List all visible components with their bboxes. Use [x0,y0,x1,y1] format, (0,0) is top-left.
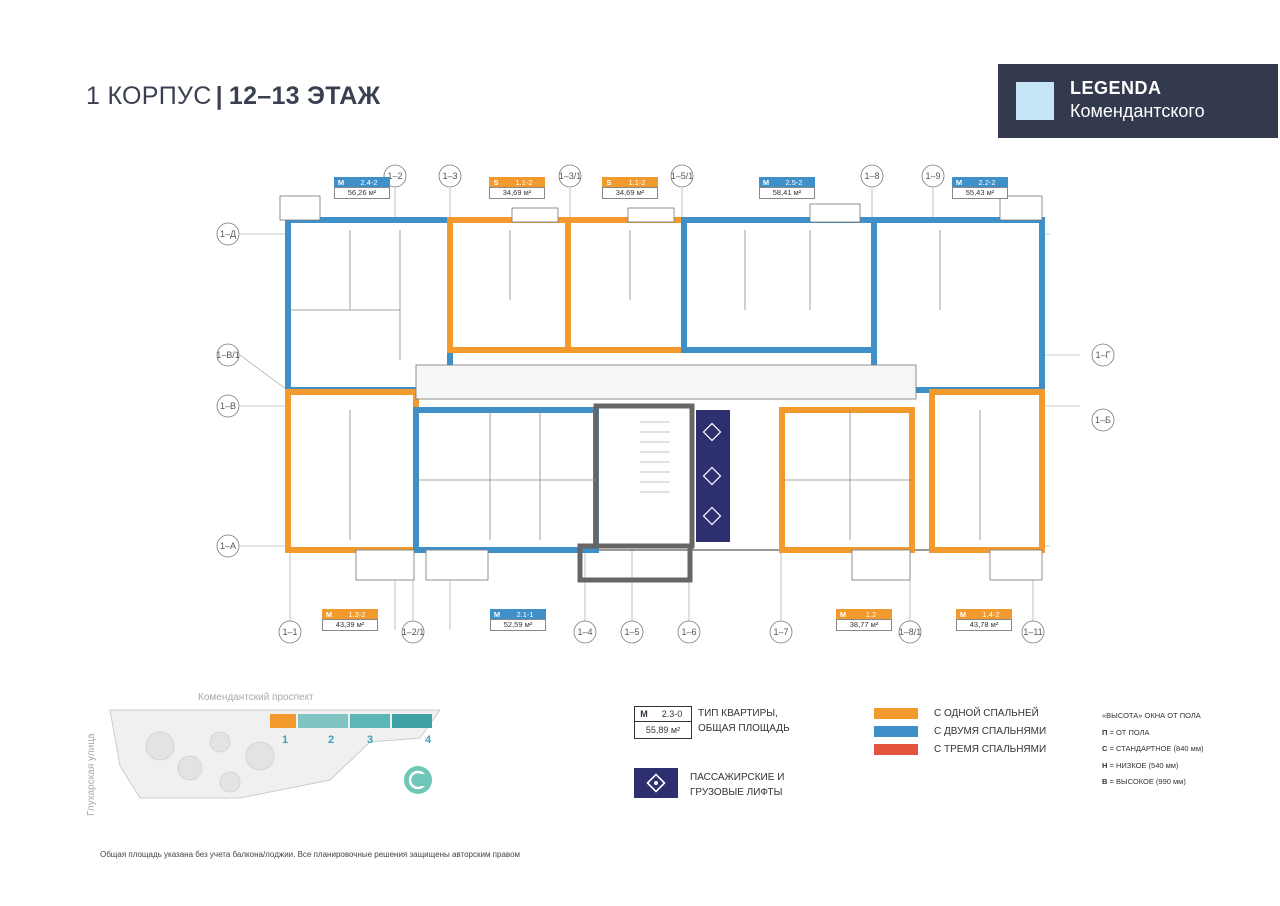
legend-one-bedroom: С ОДНОЙ СПАЛЬНЕЙ [874,707,1039,719]
lift-icon [634,768,678,798]
axis-label: 1–В [220,401,236,411]
legend-three-bedrooms: С ТРЕМЯ СПАЛЬНЯМИ [874,743,1046,755]
axis-label: 1–7 [773,627,788,637]
street-label: Глухарская улица [86,733,97,816]
building-label: 1 КОРПУС [86,82,212,110]
axis-label: 1–3/1 [559,171,582,181]
floor-plan: 1–2 1–3 1–3/1 1–5/1 1–8 1–9 1–1 1–2/1 1–… [216,164,1115,644]
logo-mark-icon [1016,82,1054,120]
apartment-area: 55,43 м² [952,187,1008,199]
c-logo-icon [404,766,432,794]
axis-label: 1–Д [220,229,236,239]
apartment-area: 38,77 м² [836,619,892,631]
axis-label: 1–2/1 [402,627,425,637]
section-label: 1 [282,734,288,746]
title-separator: | [215,82,223,110]
section-label: 4 [425,734,432,746]
axis-label: 1–5/1 [671,171,694,181]
apartment-area: 34,69 м² [489,187,545,199]
section-label: 2 [328,734,334,746]
legend-apartment-text: ТИП КВАРТИРЫ, ОБЩАЯ ПЛОЩАДЬ [698,708,790,734]
legend-swatch [874,725,918,737]
apartment-area: 58,41 м² [759,187,815,199]
section-label: 3 [367,734,373,746]
axis-label: 1–2 [387,171,402,181]
axis-label: 1–Г [1096,350,1111,360]
window-legend-title: «ВЫСОТА» ОКНА ОТ ПОЛА [1102,711,1201,720]
apartment-area: 34,69 м² [602,187,658,199]
logo: LEGENDA Комендантского [998,64,1278,138]
axis-label: 1–В/1 [216,350,240,360]
legend-swatch [874,707,918,719]
axis-label: 1–А [220,541,236,551]
logo-name: LEGENDA [1070,78,1162,98]
axis-label: 1–4 [577,627,592,637]
site-map: Комендантский проспект Глухарская улица … [86,692,441,816]
axis-label: 1–11 [1023,627,1042,637]
axis-label: 1–Б [1095,415,1111,425]
axis-label: 1–5 [624,627,639,637]
axis-label: 1–6 [681,627,696,637]
apartment-area: 43,78 м² [956,619,1012,631]
axis-label: 1–9 [925,171,940,181]
avenue-label: Комендантский проспект [198,692,314,703]
window-height-legend: «ВЫСОТА» ОКНА ОТ ПОЛА П = ОТ ПОЛА С = СТ… [1102,708,1203,791]
axis-label: 1–8 [864,171,879,181]
legend-two-bedrooms: С ДВУМЯ СПАЛЬНЯМИ [874,725,1046,737]
legend-swatch [874,743,918,755]
apartment-area: 56,26 м² [334,187,390,199]
axis-label: 1–8/1 [899,627,922,637]
apartment-area: 43,39 м² [322,619,378,631]
logo-subtitle: Комендантского [1070,101,1205,121]
page-title: 1 КОРПУС|12–13 ЭТАЖ [86,82,380,111]
footnote: Общая площадь указана без учета балкона/… [100,850,521,859]
axis-label: 1–1 [282,627,297,637]
apartment-area: 52,59 м² [490,619,546,631]
axis-label: 1–3 [442,171,457,181]
legend-lifts-text: ПАССАЖИРСКИЕ И ГРУЗОВЫЕ ЛИФТЫ [690,772,785,798]
floor-label: 12–13 ЭТАЖ [228,82,381,110]
